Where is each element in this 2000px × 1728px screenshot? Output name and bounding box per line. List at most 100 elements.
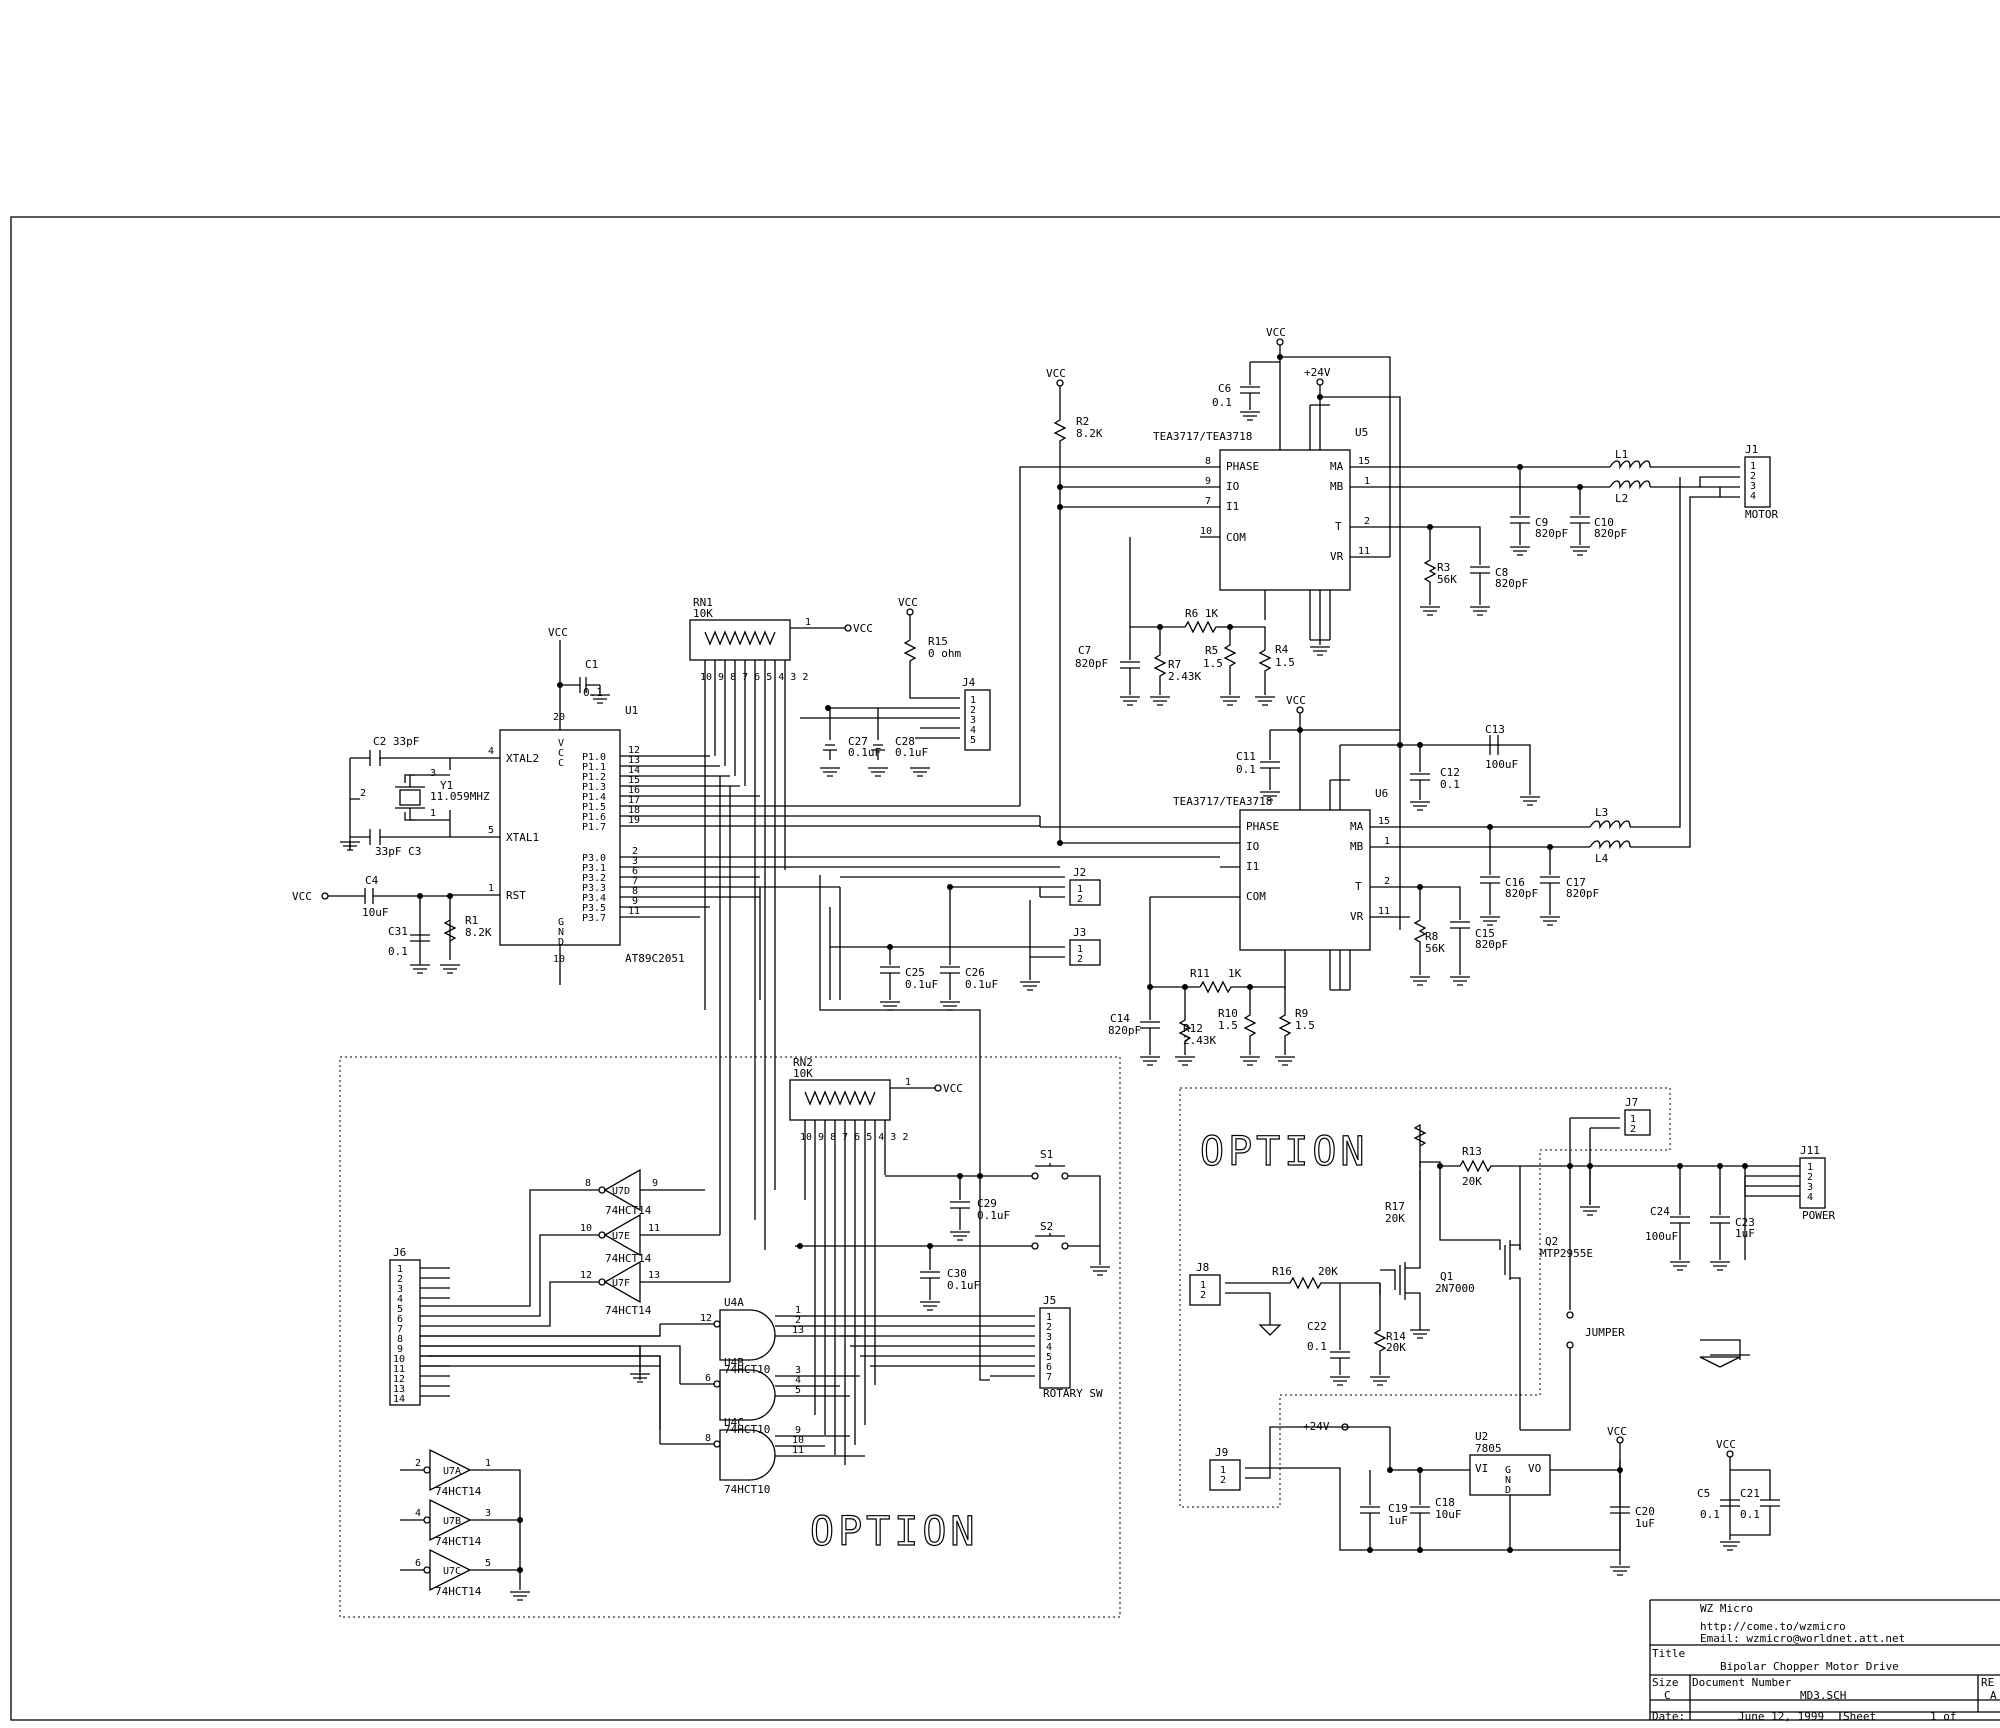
svg-text:0.1: 0.1	[388, 945, 408, 958]
svg-text:P3.7: P3.7	[582, 913, 606, 924]
svg-text:C27: C27	[848, 735, 868, 748]
v24-label-u5: +24V	[1304, 366, 1331, 379]
svg-text:8.2K: 8.2K	[465, 926, 492, 939]
svg-text:1.5: 1.5	[1295, 1019, 1315, 1032]
svg-text:100uF: 100uF	[1645, 1230, 1678, 1243]
rn1-network: RN1 10K 1 VCC 10 9 8 7 6 5 4 3 2	[689, 596, 873, 1250]
svg-text:VR: VR	[1330, 550, 1344, 563]
u4b-value: 74HCT10	[724, 1423, 770, 1436]
svg-text:C17: C17	[1566, 876, 1586, 889]
svg-text:0.1: 0.1	[1212, 396, 1232, 409]
svg-text:C10: C10	[1594, 516, 1614, 529]
s2-label: S2	[1040, 1220, 1053, 1233]
svg-text:C: C	[558, 758, 564, 769]
svg-text:C25: C25	[905, 966, 925, 979]
svg-text:P1.4: P1.4	[582, 792, 606, 803]
svg-text:I1: I1	[1246, 860, 1259, 873]
svg-text:8: 8	[1205, 456, 1211, 467]
svg-text:J8: J8	[1196, 1261, 1209, 1274]
svg-text:P1.6: P1.6	[582, 812, 606, 823]
svg-text:5: 5	[795, 1385, 801, 1396]
svg-text:C24: C24	[1650, 1205, 1670, 1218]
svg-text:C22: C22	[1307, 1320, 1327, 1333]
svg-text:11: 11	[648, 1223, 660, 1234]
svg-text:2: 2	[1200, 1290, 1206, 1301]
svg-text:C31: C31	[388, 925, 408, 938]
svg-text:11: 11	[792, 1445, 804, 1456]
crystal-section: C2 33pF 312 Y1 11.059MHZ 33pF C3	[340, 735, 490, 858]
svg-text:1uF: 1uF	[1735, 1227, 1755, 1240]
rn2-value: 10K	[793, 1067, 813, 1080]
svg-text:0.1: 0.1	[1700, 1508, 1720, 1521]
svg-text:R15: R15	[928, 635, 948, 648]
svg-text:1.5: 1.5	[1203, 657, 1223, 670]
svg-text:4: 4	[1046, 1342, 1052, 1353]
svg-text:20K: 20K	[1318, 1265, 1338, 1278]
svg-text:6: 6	[415, 1558, 421, 1569]
svg-text:9: 9	[632, 896, 638, 907]
svg-text:1: 1	[485, 1458, 491, 1469]
vcc-label-r15: VCC	[898, 596, 918, 609]
svg-text:C30: C30	[947, 1267, 967, 1280]
svg-text:2: 2	[1750, 471, 1756, 482]
u4c-ref: U4C	[724, 1416, 744, 1429]
vcc-label-u5: VCC	[1266, 326, 1286, 339]
svg-text:1: 1	[488, 883, 494, 894]
svg-text:L4: L4	[1595, 852, 1609, 865]
svg-text:IO: IO	[1246, 840, 1259, 853]
svg-text:10: 10	[553, 954, 565, 965]
tb-rev: A	[1990, 1689, 1997, 1702]
svg-text:1: 1	[1630, 1114, 1636, 1125]
svg-text:COM: COM	[1226, 531, 1246, 544]
svg-text:T: T	[1335, 520, 1342, 533]
svg-text:6: 6	[397, 1314, 403, 1325]
svg-text:8: 8	[632, 886, 638, 897]
option-label-left: OPTION	[810, 1509, 979, 1555]
svg-text:P1.5: P1.5	[582, 802, 606, 813]
svg-text:11: 11	[1358, 546, 1370, 557]
u7-abc-inverters: U7A 74HCT14 U7B 74HCT14 U7C 74HCT14 246 …	[400, 1448, 530, 1601]
svg-text:3: 3	[1750, 481, 1756, 492]
svg-text:15: 15	[1378, 816, 1390, 827]
v24-label-reg: +24V	[1303, 1420, 1330, 1433]
svg-text:RST: RST	[506, 889, 526, 902]
svg-text:10uF: 10uF	[1435, 1508, 1462, 1521]
tb-url: http://come.to/wzmicro	[1700, 1620, 1846, 1633]
svg-text:12: 12	[580, 1270, 592, 1281]
svg-text:G: G	[558, 917, 564, 928]
svg-text:4: 4	[795, 1375, 801, 1386]
svg-text:0.1uF: 0.1uF	[895, 746, 928, 759]
svg-text:7: 7	[1205, 496, 1211, 507]
svg-text:3: 3	[795, 1365, 801, 1376]
svg-text:D: D	[558, 937, 564, 948]
u1-microcontroller: AT89C2051 U1 XTAL2 XTAL1 RST VCC GND P1.…	[450, 640, 1220, 985]
svg-text:J9: J9	[1215, 1446, 1228, 1459]
svg-text:4: 4	[415, 1508, 421, 1519]
u2-value: 7805	[1475, 1442, 1502, 1455]
svg-text:3: 3	[1046, 1332, 1052, 1343]
svg-text:R17: R17	[1385, 1200, 1405, 1213]
tb-title: Bipolar Chopper Motor Drive	[1720, 1660, 1899, 1673]
svg-text:10: 10	[580, 1223, 592, 1234]
svg-text:2: 2	[1807, 1172, 1813, 1183]
svg-text:C8: C8	[1495, 566, 1508, 579]
svg-text:11: 11	[1378, 906, 1390, 917]
u7f-ref: U7F	[612, 1278, 630, 1289]
u7d-value: 74HCT14	[605, 1204, 652, 1217]
svg-text:1: 1	[1364, 476, 1370, 487]
svg-text:12: 12	[393, 1374, 405, 1385]
tb-rev-label: RE	[1981, 1676, 1994, 1689]
u6-value: TEA3717/TEA3718	[1173, 795, 1272, 808]
u7c-ref: U7C	[443, 1566, 461, 1577]
u7a-ref: U7A	[443, 1466, 461, 1477]
svg-text:2: 2	[360, 788, 366, 799]
svg-text:I1: I1	[1226, 500, 1239, 513]
svg-text:20: 20	[553, 712, 565, 723]
svg-text:R6 1K: R6 1K	[1185, 607, 1218, 620]
